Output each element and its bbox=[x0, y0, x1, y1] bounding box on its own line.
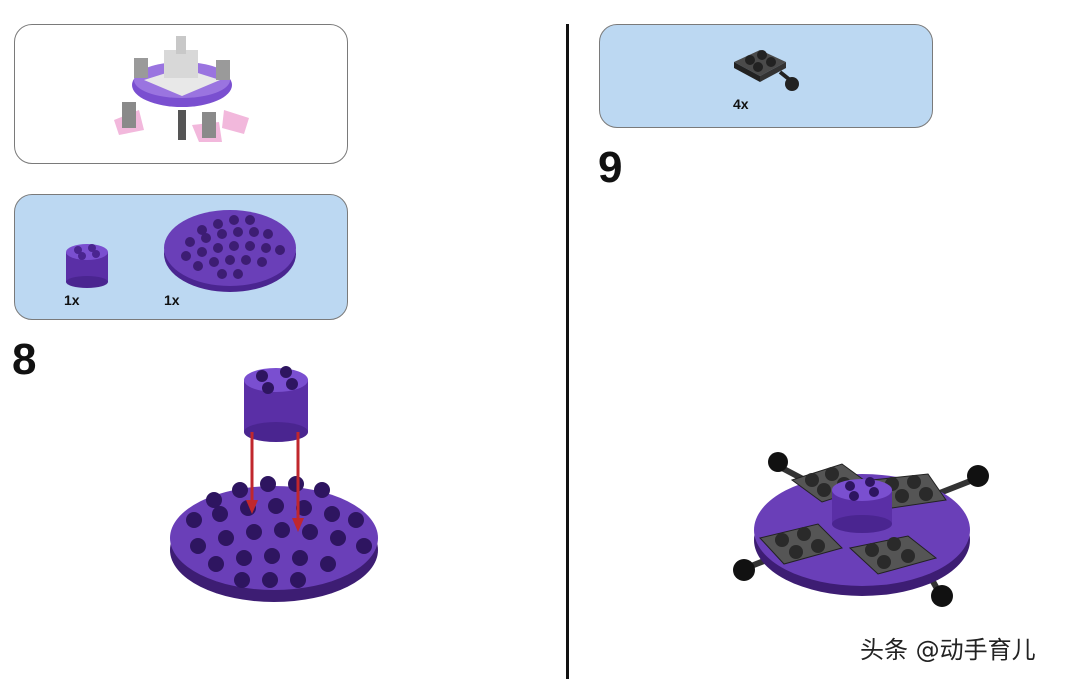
step-9-build-illustration bbox=[733, 452, 989, 607]
step-number: 9 bbox=[598, 143, 623, 192]
page-divider bbox=[566, 24, 569, 679]
part-quantity: 1x bbox=[64, 292, 80, 308]
plate-2x2-with-pin-icon bbox=[734, 50, 799, 91]
part-quantity: 4x bbox=[733, 96, 749, 112]
watermark: 头条 @动手育儿 bbox=[860, 636, 1036, 664]
part-quantity: 1x bbox=[164, 292, 180, 308]
step-8-build-illustration bbox=[170, 366, 378, 602]
round-plate-6x6-icon bbox=[164, 210, 296, 292]
round-brick-2x2-icon bbox=[66, 244, 108, 288]
parts-list-box-step-9 bbox=[599, 24, 933, 128]
step-number: 8 bbox=[12, 335, 37, 384]
robot-model-preview-image bbox=[114, 36, 249, 142]
